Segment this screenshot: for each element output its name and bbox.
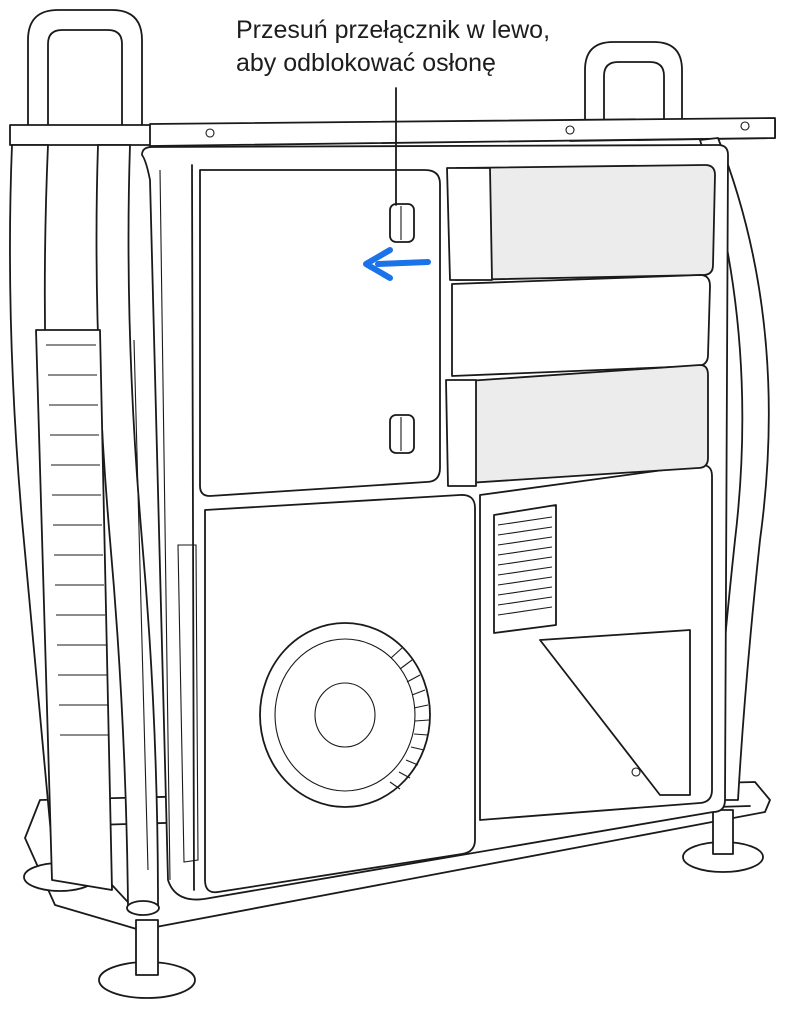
module-top [446,164,716,281]
lower-latch-switch [389,414,415,454]
lower-right-panel [479,464,713,821]
fan-icon [259,622,431,808]
callout-text: Przesuń przełącznik w lewo, aby odblokow… [236,14,656,80]
callout-line-2: aby odblokować osłonę [236,49,496,77]
upper-latch-switch [389,203,415,243]
module-middle [451,274,711,377]
foot-left-front [98,919,196,999]
frame-top-bar [149,117,776,147]
module-bottom [445,364,709,487]
arrow-left-icon [363,247,431,281]
frame-handle-left [9,9,156,146]
callout-line-1: Przesuń przełącznik w lewo, [236,16,551,44]
foot-right [682,809,764,873]
side-vent-panel [35,329,113,891]
upper-cover-plate [199,169,441,497]
